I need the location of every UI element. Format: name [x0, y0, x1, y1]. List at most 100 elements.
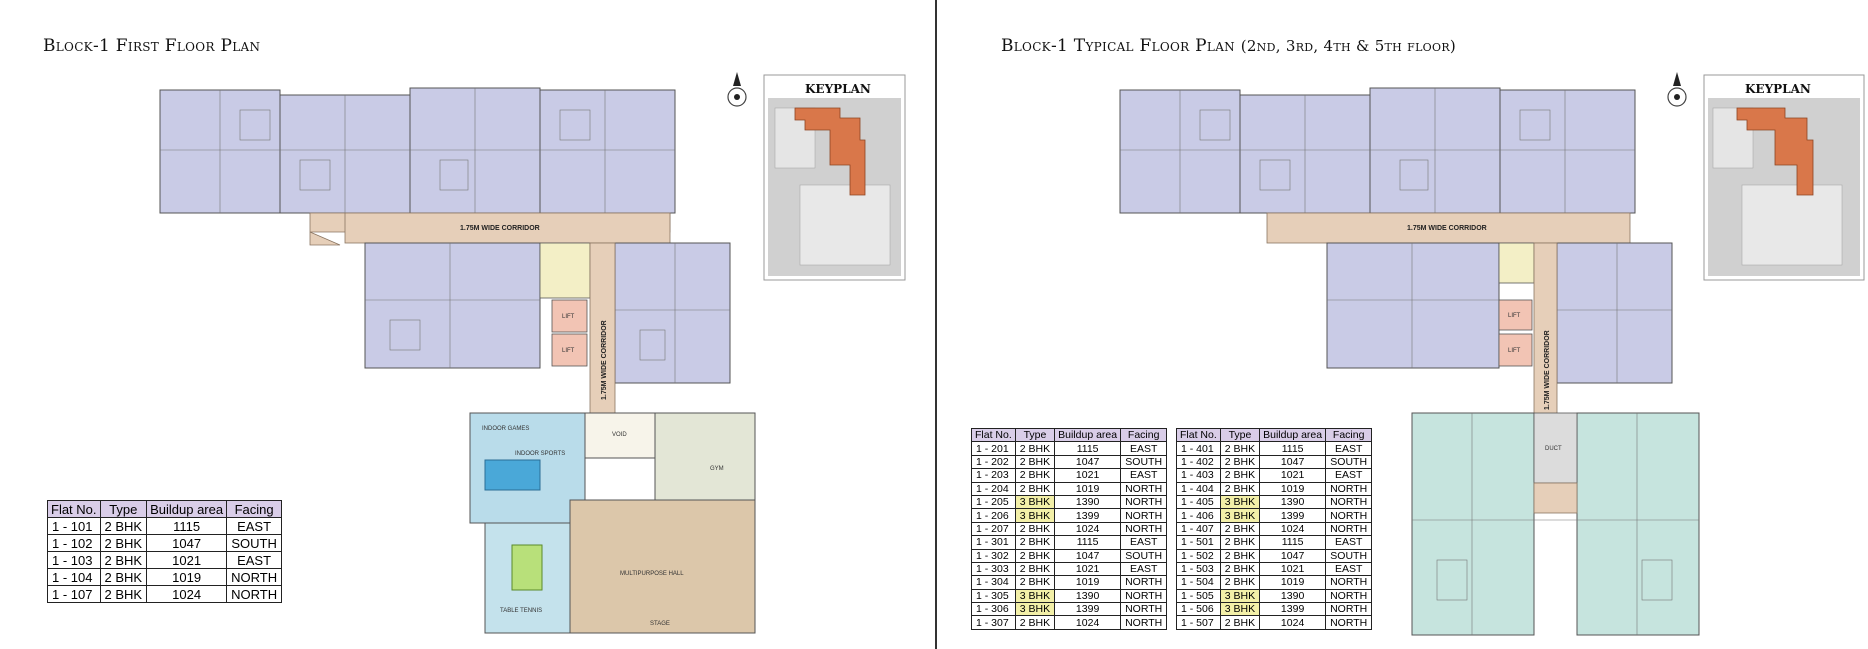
cell: 1 - 303 — [971, 561, 1016, 577]
lift-1 — [551, 299, 588, 333]
cell: 1115 — [146, 517, 228, 535]
duct-label: DUCT — [1545, 446, 1562, 452]
middle-room-partitions — [365, 243, 730, 383]
cell: 1390 — [1054, 494, 1122, 510]
cell: 1 - 507 — [1176, 615, 1221, 630]
multipurpose-label: MULTIPURPOSE HALL — [620, 571, 684, 577]
cell: 1047 — [1259, 454, 1327, 470]
cell: NORTH — [1120, 521, 1168, 537]
cell: 1 - 502 — [1176, 548, 1221, 563]
multipurpose-hall — [569, 499, 756, 634]
first-floor-flat-table: Flat No. Type Buildup area Facing 1 - 10… — [47, 500, 283, 603]
cell: 1 - 503 — [1176, 561, 1221, 577]
cell: SOUTH — [1325, 548, 1373, 563]
cell: 1021 — [1259, 468, 1327, 483]
cell: 3 BHK — [1014, 602, 1056, 617]
cell: 1019 — [1259, 575, 1327, 590]
cell: 1047 — [1259, 548, 1327, 563]
cell: 1019 — [1054, 481, 1122, 496]
cell: NORTH — [1120, 588, 1168, 604]
unit-4-block — [539, 89, 676, 214]
typical-floor-title-main: Block-1 Typical Floor Plan — [1001, 36, 1235, 56]
lift-1-label: LIFT — [562, 314, 575, 320]
cell: 1019 — [1054, 575, 1122, 590]
table-header-row: Flat No. Type Buildup area Facing — [971, 427, 1168, 443]
cell: 1 - 505 — [1176, 588, 1221, 604]
typical-floor-flat-table-b: Flat No. Type Buildup area Facing 1 - 40… — [1176, 427, 1373, 630]
compass-icon — [1667, 72, 1687, 107]
cell: NORTH — [1120, 615, 1168, 630]
table-header: Type — [1014, 427, 1056, 443]
cell: SOUTH — [1120, 548, 1168, 563]
cell: 1047 — [1054, 548, 1122, 563]
table-header: Facing — [1120, 427, 1168, 443]
cell: 2 BHK — [1219, 575, 1261, 590]
cell: 1 - 307 — [971, 615, 1016, 630]
cell: 1047 — [146, 534, 228, 552]
first-floor-title: Block-1 First Floor Plan — [43, 36, 261, 56]
table-header: Type — [99, 500, 148, 518]
cell: 3 BHK — [1014, 494, 1056, 510]
cell: 2 BHK — [1014, 454, 1056, 470]
cell: 1 - 206 — [971, 508, 1016, 523]
table-header: Type — [1219, 427, 1261, 443]
cell: 1390 — [1054, 588, 1122, 604]
cell: 1 - 504 — [1176, 575, 1221, 590]
vertical-corridor — [589, 242, 616, 414]
cell: EAST — [1325, 441, 1373, 456]
cell: NORTH — [226, 568, 283, 586]
cell: 1 - 103 — [47, 551, 101, 569]
indoor-games-label: INDOOR GAMES — [482, 426, 529, 432]
cell: EAST — [1325, 561, 1373, 577]
table-header: Buildup area — [1054, 427, 1122, 443]
keyplan-label: KEYPLAN — [805, 82, 871, 96]
cell: 2 BHK — [1219, 468, 1261, 483]
cell: 1399 — [1259, 508, 1327, 523]
cell: 2 BHK — [1014, 548, 1056, 563]
cell: 1024 — [1259, 521, 1327, 537]
cell: 2 BHK — [1014, 561, 1056, 577]
cell: 1115 — [1259, 535, 1327, 550]
table-header: Flat No. — [1176, 427, 1221, 443]
table-header: Buildup area — [1259, 427, 1327, 443]
cell: NORTH — [1120, 575, 1168, 590]
cell: EAST — [1325, 468, 1373, 483]
cell: 2 BHK — [1219, 441, 1261, 456]
cell: 2 BHK — [1014, 481, 1056, 496]
cell: 2 BHK — [1219, 561, 1261, 577]
gym-label: GYM — [710, 466, 724, 472]
cell: 2 BHK — [99, 585, 148, 603]
cell: 2 BHK — [1219, 454, 1261, 470]
cell: 2 BHK — [99, 534, 148, 552]
stair-core — [539, 242, 591, 299]
cell: 3 BHK — [1219, 494, 1261, 510]
cell: NORTH — [1325, 602, 1373, 617]
cell: 1021 — [1259, 561, 1327, 577]
cell: 2 BHK — [1219, 521, 1261, 537]
cell: 1 - 201 — [971, 441, 1016, 456]
compass-icon — [727, 72, 747, 107]
corridor-h-label: 1.75M WIDE CORRIDOR — [1407, 225, 1487, 232]
cell: SOUTH — [226, 534, 283, 552]
